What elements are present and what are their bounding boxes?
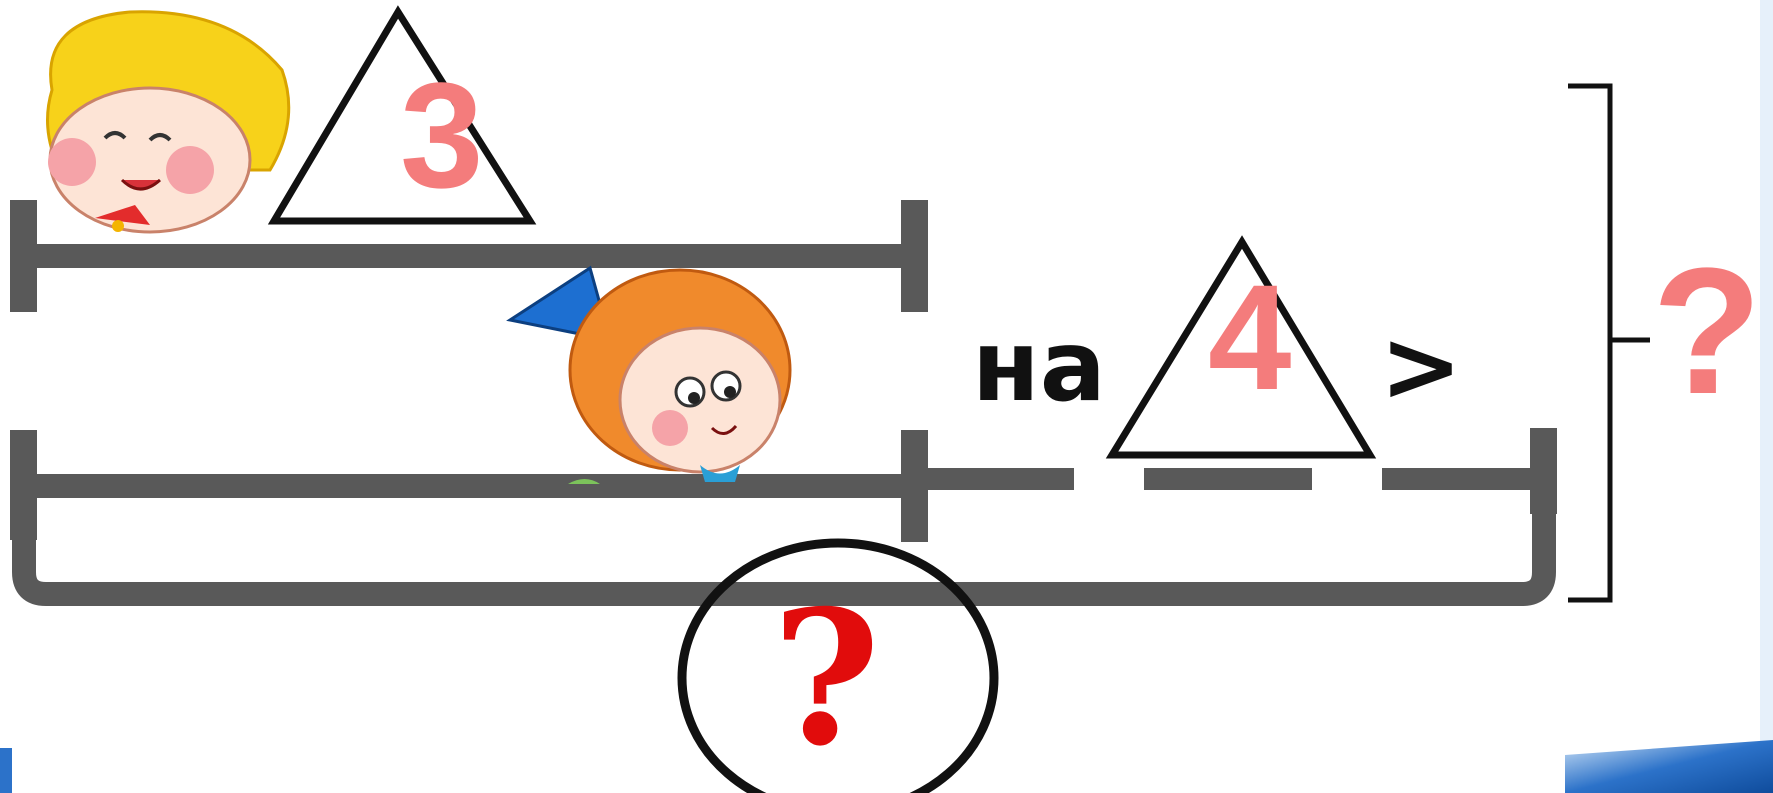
bottom-segment-bar: [35, 474, 915, 498]
comparison-word: на: [972, 310, 1106, 424]
top-segment-right-tick: [901, 200, 928, 312]
top-segment-left-tick: [10, 200, 37, 312]
triangle-top: [267, 5, 537, 225]
question-circle: [677, 538, 999, 793]
dashed-extension-2: [1144, 468, 1312, 490]
top-segment-bar: [35, 244, 915, 268]
bottom-segment-right-tick: [1530, 428, 1557, 514]
total-question-mark: ?: [1652, 231, 1762, 432]
right-bracket: [1568, 83, 1650, 603]
sum-question-mark: ?: [772, 569, 881, 787]
girl-avatar: [506, 265, 792, 484]
top-segment: [10, 200, 928, 312]
corner-accent-right-strip: [1760, 0, 1773, 760]
corner-accent-right: [1565, 740, 1773, 793]
dashed-extension-3: [1382, 468, 1548, 490]
boy-avatar: [46, 10, 291, 234]
bottom-segment: [10, 428, 1557, 542]
dashed-extension-1: [926, 468, 1074, 490]
total-bracket: [12, 505, 1556, 606]
top-segment-value: 3: [400, 51, 484, 219]
bottom-segment-mid-tick: [901, 430, 928, 542]
bottom-segment-difference-value: 4: [1208, 253, 1292, 421]
comparison-sign: >: [1380, 310, 1463, 424]
corner-accent-left: [0, 748, 12, 793]
triangle-bottom: [1105, 235, 1377, 459]
